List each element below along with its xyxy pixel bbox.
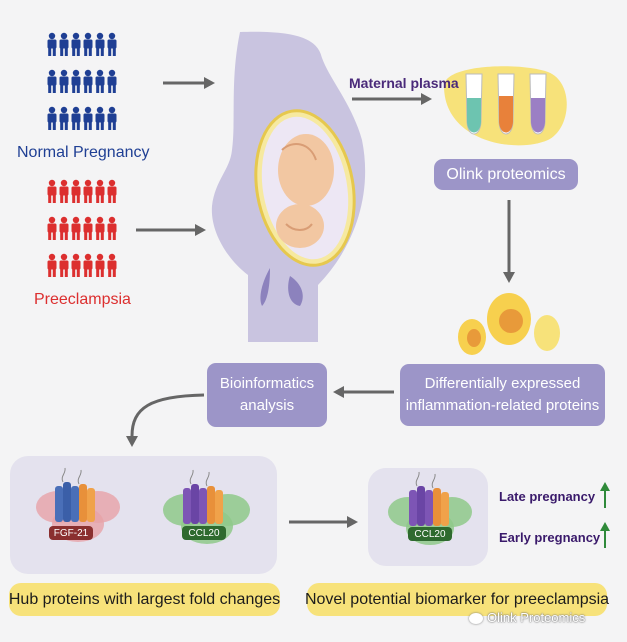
- bio-line1: Bioinformatics: [219, 375, 315, 392]
- preeclampsia-label: Preeclampsia: [34, 291, 131, 308]
- bio-to-hub-arrow: [126, 393, 205, 447]
- protein-cells-illustration: [458, 293, 560, 355]
- ccl20-label-right: CCL20: [408, 527, 452, 541]
- maternal-plasma-label: Maternal plasma: [349, 75, 459, 91]
- plasma-arrow: [352, 93, 432, 105]
- fgf21-label: FGF-21: [49, 526, 93, 540]
- dep-line1: Differentially expressed: [424, 375, 581, 392]
- novel-biomarker-caption: Novel potential biomarker for preeclamps…: [305, 583, 609, 616]
- ccl20-label-left: CCL20: [182, 526, 226, 540]
- dep-line2: inflammation-related proteins: [405, 397, 600, 414]
- pregnant-torso-illustration: [211, 31, 366, 343]
- normal-pregnancy-people-icon: [47, 32, 117, 130]
- hub-proteins-caption: Hub proteins with largest fold changes: [9, 583, 280, 616]
- preeclampsia-people-icon: [47, 179, 117, 277]
- watermark: Olink Proteomics: [469, 610, 585, 625]
- wechat-icon: [469, 613, 483, 625]
- watermark-text: Olink Proteomics: [487, 610, 586, 625]
- olink-proteomics-box: Olink proteomics: [434, 159, 578, 190]
- novel-biomarker-panel: [368, 468, 488, 566]
- hub-proteins-panel: [10, 456, 277, 574]
- down-arrow: [503, 200, 515, 283]
- early-pregnancy-label: Early pregnancy: [499, 530, 601, 545]
- sample-tubes-illustration: [444, 66, 567, 146]
- differentially-expressed-box: Differentially expressed inflammation-re…: [400, 364, 605, 426]
- dep-to-bio-arrow: [333, 386, 394, 398]
- group-to-mother-arrows: [136, 77, 215, 236]
- bio-line2: analysis: [239, 397, 295, 414]
- late-pregnancy-label: Late pregnancy: [499, 489, 596, 504]
- normal-pregnancy-label: Normal Pregnancy: [17, 144, 150, 161]
- bioinformatics-box: Bioinformatics analysis: [207, 363, 327, 427]
- hub-to-novel-arrow: [289, 516, 358, 528]
